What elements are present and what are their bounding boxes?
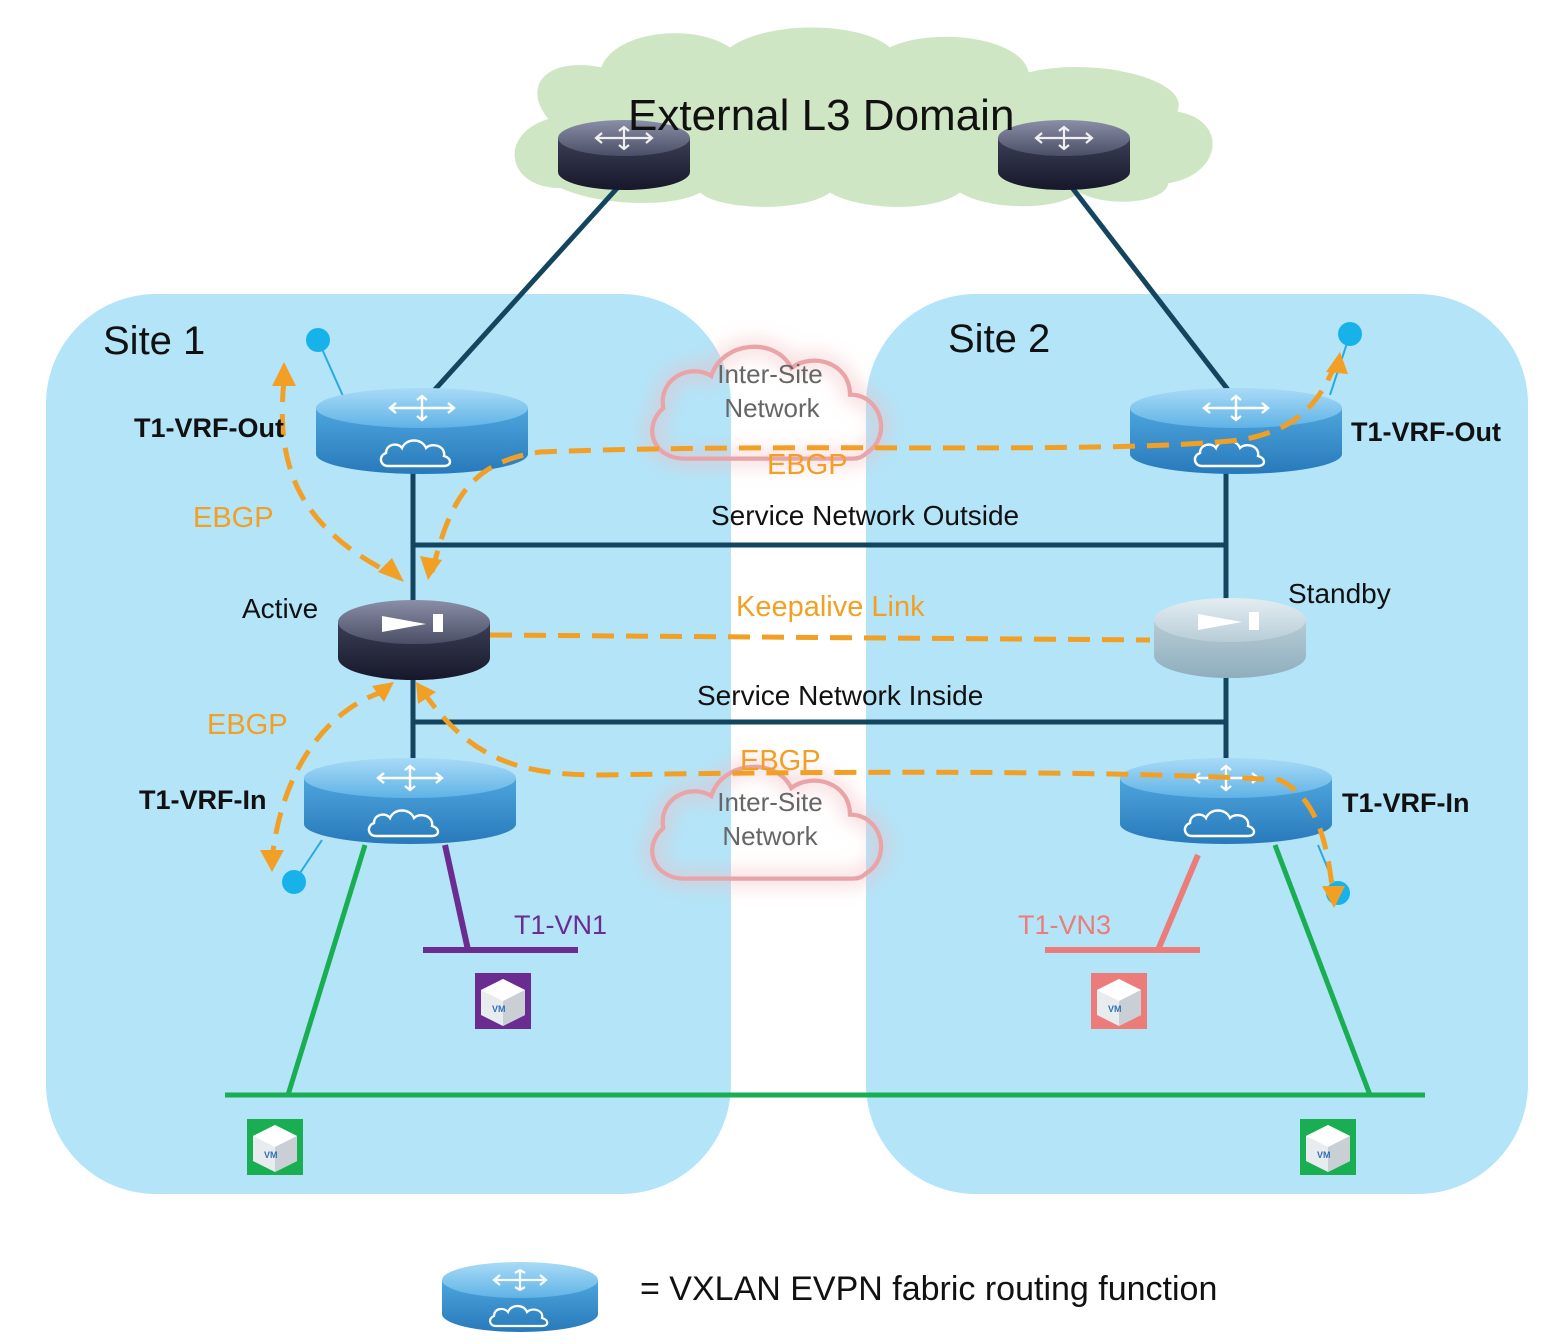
session-arrowheads (260, 352, 1348, 908)
vm-shared-site2[interactable]: VM (1300, 1119, 1356, 1175)
vm-vn1[interactable]: VM (475, 973, 531, 1029)
active-firewall[interactable] (338, 600, 490, 680)
endpoint-dot (306, 328, 330, 352)
active-label: Active (242, 593, 318, 624)
site2-vrf-out-label: T1-VRF-Out (1351, 417, 1501, 447)
vm-label: VM (492, 1004, 506, 1014)
site2-shared-vn-link (1272, 844, 1373, 1096)
ebgp-left-bottom-path (269, 687, 389, 861)
site2-vrf-in-label: T1-VRF-In (1342, 788, 1470, 818)
legend-text: = VXLAN EVPN fabric routing function (640, 1270, 1217, 1308)
standby-firewall[interactable] (1154, 598, 1306, 678)
ebgp-left-top-label: EBGP (193, 502, 274, 534)
site2-vrf-in-router[interactable] (1120, 758, 1332, 844)
standby-label: Standby (1288, 578, 1391, 609)
vn3-link (1155, 853, 1201, 952)
service-network-inside-label: Service Network Inside (697, 680, 983, 711)
service-network-outside-label: Service Network Outside (711, 500, 1019, 531)
inter-site-bottom-line2: Network (722, 821, 818, 851)
site1-vrf-out-label: T1-VRF-Out (134, 413, 284, 443)
site1-shared-vn-link (285, 844, 368, 1096)
ebgp-cross-bottom-label: EBGP (740, 745, 821, 777)
ebgp-cross-top-label: EBGP (767, 449, 848, 481)
ebgp-cross-bottom-path (419, 688, 1336, 896)
keepalive-path (489, 632, 1151, 643)
external-router-2[interactable] (998, 120, 1130, 190)
ebgp-sessions (269, 364, 1338, 896)
ebgp-cross-top-path (429, 364, 1338, 573)
vm-label: VM (264, 1150, 278, 1160)
vn1-label: T1-VN1 (514, 910, 607, 940)
site1-vrf-out-router[interactable] (316, 388, 528, 474)
site-1-area (46, 294, 731, 1194)
vn1-link (442, 844, 471, 951)
ebgp-left-bottom-label: EBGP (207, 709, 288, 741)
site-2-area (866, 294, 1528, 1194)
vm-shared-site1[interactable]: VM (247, 1119, 303, 1175)
keepalive-label: Keepalive Link (736, 591, 925, 623)
endpoint-dot (282, 870, 306, 894)
site-2-label: Site 2 (948, 317, 1050, 361)
vm-label: VM (1108, 1004, 1122, 1014)
vn3-label: T1-VN3 (1018, 910, 1111, 940)
endpoint-dot (1338, 322, 1362, 346)
uplink-site2 (1068, 183, 1234, 397)
site-1-label: Site 1 (103, 319, 205, 363)
vm-vn3[interactable]: VM (1091, 973, 1147, 1029)
site1-vrf-in-label: T1-VRF-In (139, 785, 267, 815)
uplink-site1 (428, 183, 622, 397)
inter-site-bottom-line1: Inter-Site (717, 787, 823, 817)
inter-site-top-line2: Network (724, 393, 820, 423)
site2-vrf-out-router[interactable] (1130, 388, 1342, 474)
inter-site-top-line1: Inter-Site (717, 359, 823, 389)
legend-router-icon (442, 1262, 598, 1332)
external-router-1[interactable] (558, 120, 690, 190)
external-domain-title: External L3 Domain (628, 91, 1014, 140)
vm-label: VM (1317, 1150, 1331, 1160)
ebgp-left-top-path (279, 379, 402, 581)
site1-vrf-in-router[interactable] (304, 758, 516, 844)
